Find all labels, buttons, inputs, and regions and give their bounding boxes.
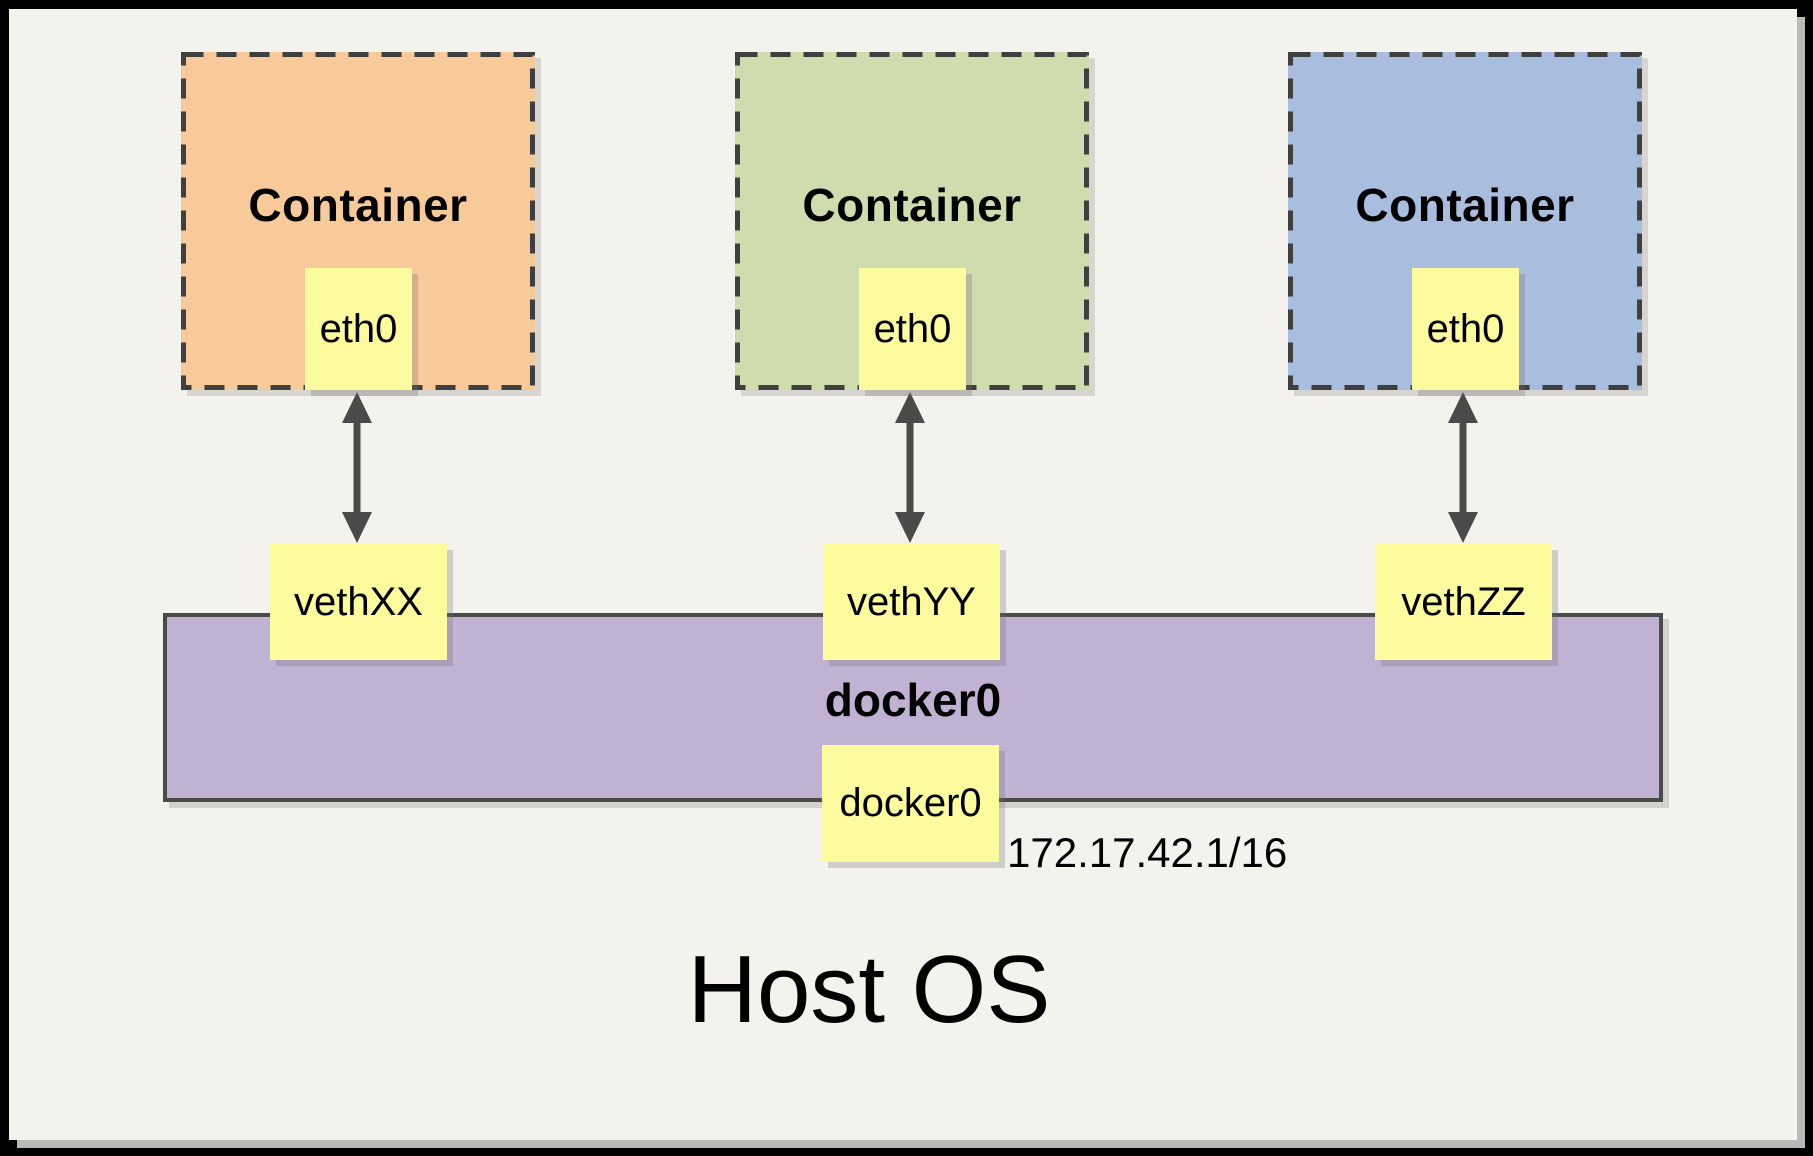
vethYY-note: vethYY [823,544,1000,660]
container-2-eth0-label: eth0 [873,306,952,351]
container-box-1: Container eth0 [181,52,535,390]
container-box-2: Container eth0 [735,52,1089,390]
container-2-title: Container [802,179,1022,231]
eth0-vethYY-arrow [895,392,925,543]
docker0-bridge-title: docker0 [824,674,1002,726]
vethYY-label: vethYY [847,579,976,624]
eth0-vethZZ-arrow [1448,392,1478,543]
container-1-title: Container [248,179,468,231]
vethZZ-note: vethZZ [1375,544,1552,660]
docker0-interface-note: docker0 [822,745,999,862]
host-os-label: Host OS [687,936,1051,1043]
docker0-interface-label: docker0 [839,781,982,825]
container-3-eth0-note: eth0 [1412,268,1519,390]
container-3-title: Container [1355,179,1575,231]
docker0-ip-address: 172.17.42.1/16 [1007,829,1288,876]
container-2-eth0-note: eth0 [859,268,966,390]
container-box-3: Container eth0 [1288,52,1642,390]
container-1-eth0-note: eth0 [305,268,412,390]
vethXX-note: vethXX [270,544,447,660]
eth0-vethXX-arrow [342,392,372,543]
vethZZ-label: vethZZ [1401,579,1526,624]
container-1-eth0-label: eth0 [319,306,398,351]
vethXX-label: vethXX [294,579,423,624]
host-os-page: Container eth0 Container eth0 Container … [9,9,1797,1140]
container-3-eth0-label: eth0 [1426,306,1505,351]
